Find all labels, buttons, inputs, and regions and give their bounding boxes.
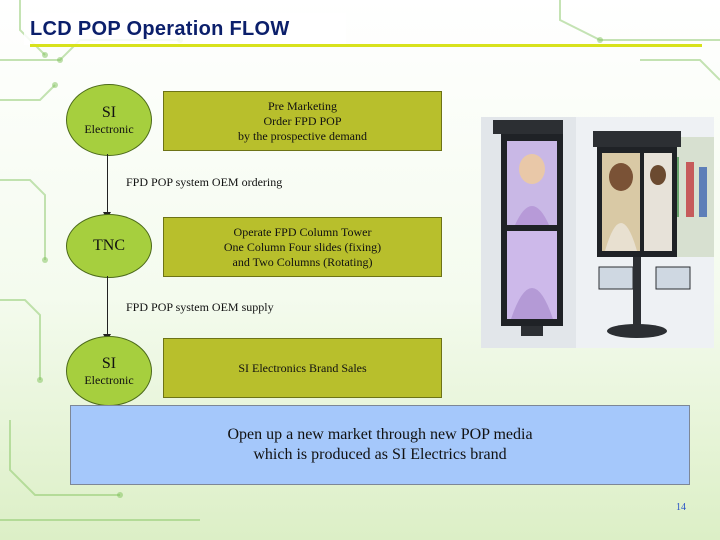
pop-tower-illustration — [481, 117, 714, 348]
stage2-ellipse: TNC — [66, 214, 152, 278]
stage1-sub: Electronic — [84, 122, 134, 136]
stage1-line-1: Pre Marketing — [268, 98, 337, 113]
connector-1 — [107, 154, 108, 214]
slide-title: LCD POP Operation FLOW — [30, 18, 290, 40]
stage3-sub: Electronic — [84, 373, 134, 387]
summary-line-1: Open up a new market through new POP med… — [227, 426, 533, 443]
summary-line-2: which is produced as SI Electrics brand — [253, 446, 507, 463]
stage3-line-1: SI Electronics Brand Sales — [238, 360, 367, 375]
stage1-ellipse: SI Electronic — [66, 84, 152, 156]
stage2-line-2: One Column Four slides (fixing) — [223, 239, 382, 254]
stage2-box: Operate FPD Column Tower One Column Four… — [163, 217, 442, 277]
page-number: 14 — [676, 502, 686, 513]
stage1-name: SI — [101, 104, 117, 121]
stage2-name: TNC — [93, 237, 125, 254]
stage1-line-3: by the prospective demand — [238, 128, 367, 143]
stage3-box: SI Electronics Brand Sales — [163, 338, 442, 398]
stage3-ellipse: SI Electronic — [66, 336, 152, 406]
stage1-box: Pre Marketing Order FPD POP by the prosp… — [163, 91, 442, 151]
arrow2-label: FPD POP system OEM supply — [126, 300, 274, 314]
stage2-line-1: Operate FPD Column Tower — [233, 224, 372, 239]
product-photo — [481, 117, 714, 348]
stage2-line-3: and Two Columns (Rotating) — [232, 254, 373, 269]
stage3-name: SI — [101, 355, 117, 372]
title-backdrop — [24, 13, 346, 45]
summary-box: Open up a new market through new POP med… — [70, 405, 690, 485]
connector-2 — [107, 276, 108, 336]
stage1-line-2: Order FPD POP — [263, 113, 342, 128]
arrow1-label: FPD POP system OEM ordering — [126, 175, 283, 189]
title-underline — [30, 44, 702, 47]
